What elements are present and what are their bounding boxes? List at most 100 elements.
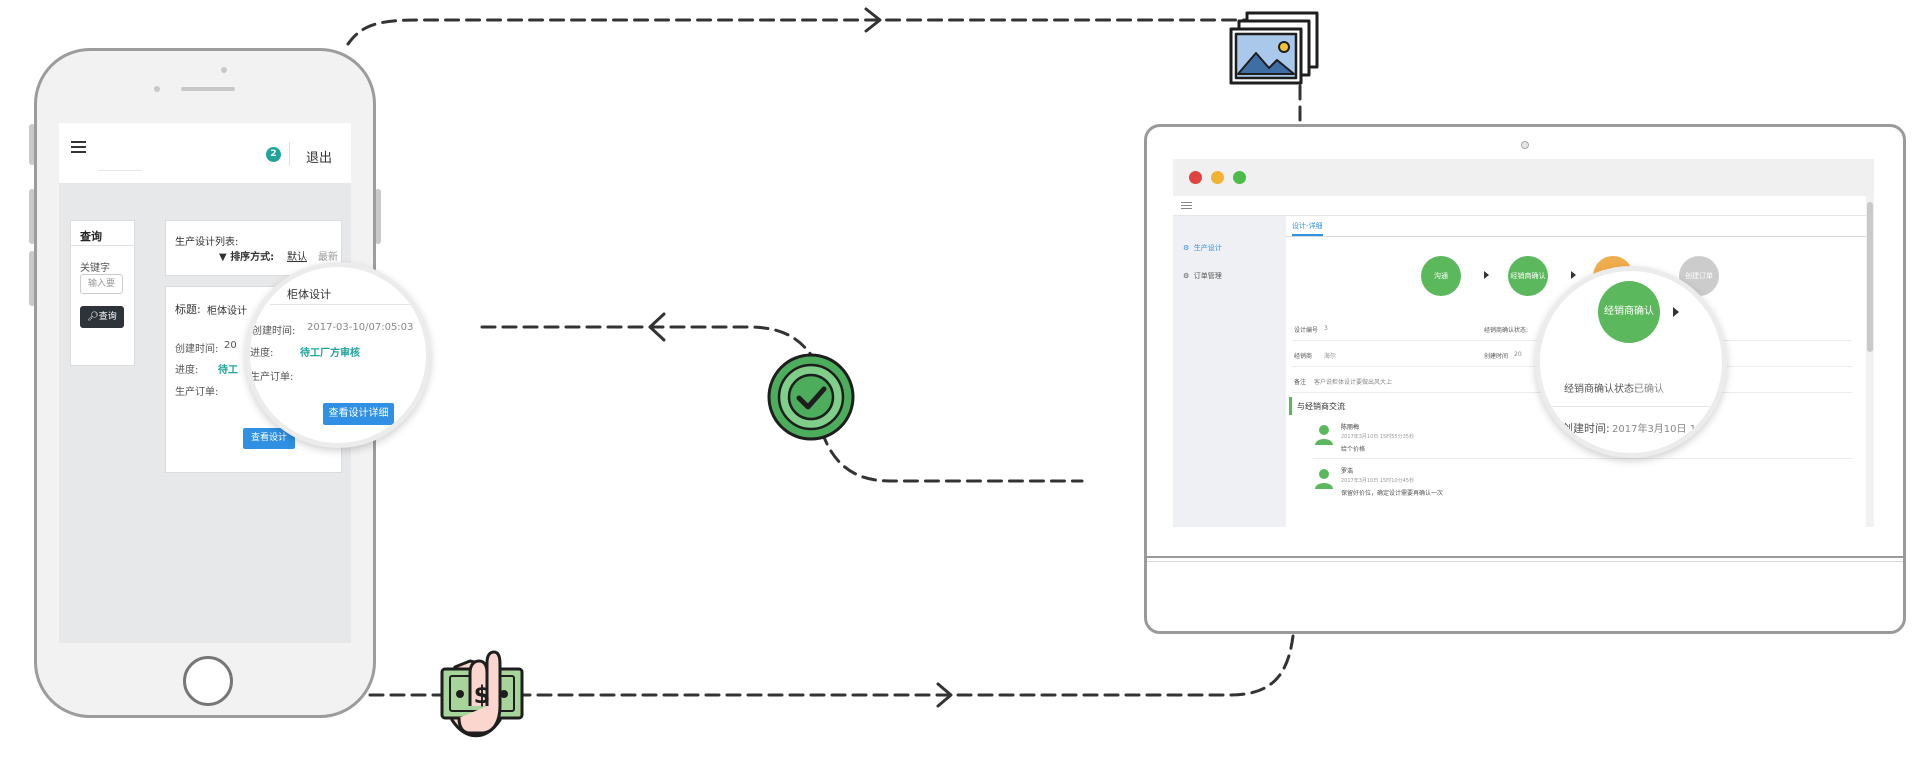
card-order-label: 生产订单: bbox=[175, 387, 219, 398]
chat-divider bbox=[1313, 458, 1853, 459]
laptop-bezel-line-inner bbox=[1147, 561, 1903, 562]
card-created-value: 20 bbox=[224, 340, 237, 351]
note-label: 备注 bbox=[1294, 379, 1307, 386]
phone-camera bbox=[221, 67, 227, 73]
header-separator bbox=[289, 142, 290, 166]
magnifier-divider bbox=[1550, 406, 1722, 407]
connector-bottom bbox=[368, 634, 1295, 697]
magnifier-step-dealer-confirm: 经销商确认 bbox=[1598, 281, 1660, 343]
chat-message-time: 2017年3月10日 15时55分35秒 bbox=[1341, 434, 1414, 440]
sidebar-item-production-design[interactable]: ⚙ 生产设计 bbox=[1183, 243, 1222, 253]
sort-label: ▼ 排序方式: bbox=[219, 248, 274, 263]
sidebar-item-label: 生产设计 bbox=[1193, 244, 1222, 252]
user-avatar-icon bbox=[1315, 425, 1333, 445]
chat-message-time: 2017年3月10日 15时10分45秒 bbox=[1341, 478, 1414, 484]
query-panel-divider bbox=[71, 245, 134, 246]
logout-link[interactable]: 退出 bbox=[306, 151, 333, 166]
view-design-detail-button[interactable]: 查看设计详细 bbox=[323, 403, 394, 425]
query-panel-title: 查询 bbox=[80, 230, 102, 243]
sidebar-toggle-icon[interactable] bbox=[1173, 196, 1199, 215]
created-time-label: 创建时间 bbox=[1484, 353, 1509, 360]
window-titlebar bbox=[1173, 159, 1874, 196]
card-title-value: 柜体设计 bbox=[207, 306, 247, 317]
design-list-title: 生产设计列表: bbox=[175, 237, 239, 248]
magnifier-status-value: 已确认 bbox=[1634, 384, 1664, 395]
magnifier-divider bbox=[270, 304, 416, 305]
gear-icon: ⚙ bbox=[1183, 272, 1190, 280]
card-title-label: 标题: bbox=[175, 303, 201, 316]
phone-side-button-left-1 bbox=[29, 124, 35, 165]
sort-newest-option[interactable]: 最新 bbox=[318, 252, 338, 263]
card-progress-label: 进度: bbox=[175, 365, 199, 376]
mobile-detail-magnifier: 柜体设计 创建时间: 2017-03-10/07:05:03 进度: 待工厂方审… bbox=[245, 262, 431, 448]
header-divider bbox=[99, 170, 141, 171]
desktop-status-magnifier: 经销商确认 经销商确认状态: 已确认 创建时间: 2017年3月10日 15时 bbox=[1535, 266, 1727, 458]
keyword-label: 关键字 bbox=[80, 263, 110, 274]
arrow-right-top bbox=[864, 7, 882, 33]
desktop-sidebar: ⚙ 生产设计 ⚙ 订单管理 bbox=[1173, 216, 1286, 527]
connector-middle-upper bbox=[480, 325, 814, 358]
vertical-scrollbar[interactable] bbox=[1866, 196, 1874, 527]
laptop-frame: ⚙ 生产设计 ⚙ 订单管理 设计-详细 沟通 经销商确认 创建订单 设计编号 3… bbox=[1144, 124, 1906, 634]
phone-side-button-left-3 bbox=[29, 251, 35, 306]
chat-message-text: 给个价格 bbox=[1341, 446, 1366, 453]
query-button-label: 查询 bbox=[98, 312, 117, 322]
query-button[interactable]: 🔎︎查询 bbox=[80, 306, 124, 328]
svg-text:$: $ bbox=[474, 681, 491, 709]
magnifier-card-title: 柜体设计 bbox=[287, 288, 331, 301]
gear-icon: ⚙ bbox=[1183, 244, 1190, 252]
tab-design-detail[interactable]: 设计-详细 bbox=[1292, 221, 1323, 236]
dealer-label: 经销商 bbox=[1294, 353, 1313, 360]
chat-message: 罗浩 2017年3月10日 15时10分45秒 保留好价位，确定设计需要再确认一… bbox=[1286, 465, 1856, 499]
keyword-input[interactable]: 输入要 bbox=[80, 274, 123, 294]
dealer-confirm-status-label: 经销商确认状态: bbox=[1484, 327, 1529, 334]
notification-badge[interactable]: 2 bbox=[266, 147, 281, 162]
window-maximize-button[interactable] bbox=[1233, 171, 1246, 184]
sort-default-option[interactable]: 默认 bbox=[287, 252, 307, 263]
magnifier-created-label: 创建时间: bbox=[1562, 422, 1610, 435]
dealer-chat-title: 与经销商交流 bbox=[1297, 402, 1345, 411]
desktop-app-window: ⚙ 生产设计 ⚙ 订单管理 设计-详细 沟通 经销商确认 创建订单 设计编号 3… bbox=[1173, 159, 1874, 527]
laptop-bezel-line bbox=[1147, 556, 1903, 558]
chat-message-author: 罗浩 bbox=[1341, 468, 1354, 475]
chat-message: 陈丽梅 2017年3月10日 15时55分35秒 给个价格 bbox=[1286, 421, 1856, 455]
tab-underline bbox=[1286, 236, 1866, 237]
step-arrow-icon bbox=[1673, 307, 1679, 317]
section-accent-bar bbox=[1289, 397, 1292, 415]
magnifier-progress-value: 待工厂方审核 bbox=[300, 348, 360, 359]
magnifier-created-value: 2017年3月10日 15时 bbox=[1612, 424, 1713, 435]
search-icon: 🔎︎ bbox=[87, 312, 99, 322]
laptop-camera bbox=[1521, 141, 1529, 149]
phone-home-button[interactable] bbox=[183, 656, 233, 706]
magnifier-order-label: 生产订单: bbox=[250, 372, 294, 383]
magnifier-status-label: 经销商确认状态: bbox=[1564, 384, 1638, 395]
hamburger-menu-icon[interactable] bbox=[59, 123, 99, 163]
design-number-label: 设计编号 bbox=[1294, 327, 1319, 334]
chat-message-author: 陈丽梅 bbox=[1341, 424, 1360, 431]
step-arrow-icon bbox=[1484, 271, 1489, 279]
card-progress-value: 待工 bbox=[218, 365, 238, 376]
window-minimize-button[interactable] bbox=[1211, 171, 1224, 184]
mobile-header: 2 退出 bbox=[59, 123, 351, 183]
check-badge-icon bbox=[767, 353, 855, 441]
connector-middle-lower bbox=[820, 430, 1084, 483]
design-number-value: 3 bbox=[1324, 325, 1328, 332]
phone-side-button-right bbox=[375, 189, 381, 244]
magnifier-created-value: 2017-03-10/07:05:03 bbox=[307, 322, 414, 333]
app-toolbar bbox=[1173, 196, 1874, 216]
view-design-button[interactable]: 查看设计 bbox=[243, 428, 295, 449]
sidebar-item-order-management[interactable]: ⚙ 订单管理 bbox=[1183, 271, 1222, 281]
window-close-button[interactable] bbox=[1189, 171, 1202, 184]
arrow-right-bottom bbox=[936, 682, 953, 708]
created-time-value: 20 bbox=[1514, 351, 1522, 358]
magnifier-created-label: 创建时间: bbox=[252, 326, 296, 337]
user-avatar-icon bbox=[1315, 469, 1333, 489]
phone-sensor bbox=[154, 86, 160, 92]
magnifier-progress-label: 进度: bbox=[250, 348, 274, 359]
scrollbar-thumb[interactable] bbox=[1867, 202, 1873, 352]
connector-top bbox=[346, 18, 1247, 46]
query-panel: 查询 关键字 输入要 🔎︎查询 bbox=[70, 220, 135, 366]
sort-label-text: 排序方式: bbox=[230, 252, 275, 263]
filter-icon: ▼ bbox=[219, 252, 227, 263]
